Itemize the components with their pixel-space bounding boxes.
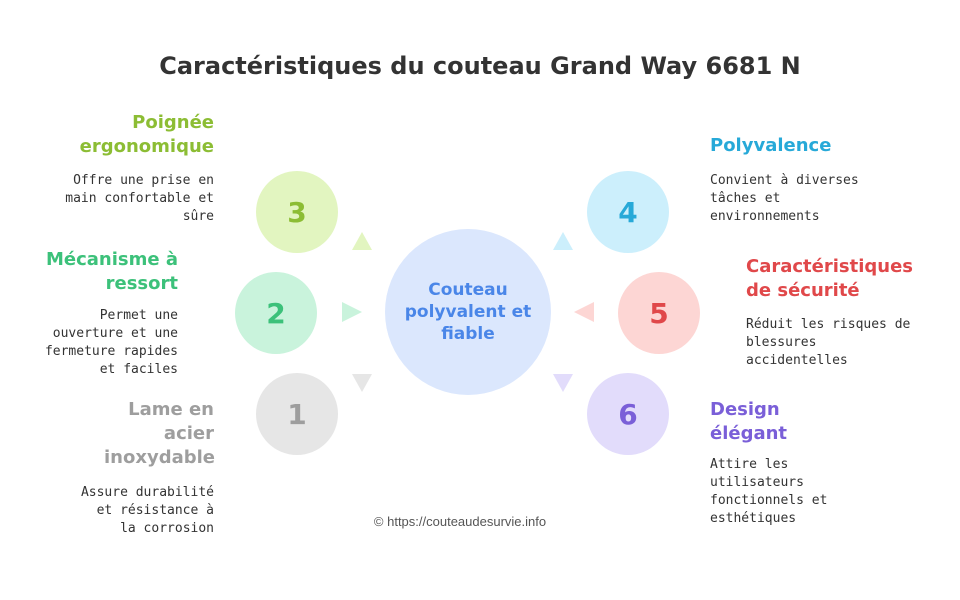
feature-circle-2: 2 [235,272,317,354]
arrow-1-icon [352,374,372,392]
feature-number-5: 5 [649,296,669,330]
feature-number-1: 1 [287,397,307,431]
feature-heading-5: Caractéristiques de sécurité [746,256,914,301]
feature-description-6: Attire les utilisateurs fonctionnels et … [710,457,828,526]
feature-heading-6: Design élégant [710,399,788,444]
arrow-5-icon [574,302,594,322]
arrow-3-icon [352,232,372,250]
feature-description-5: Réduit les risques de blessures accident… [746,317,911,368]
feature-description-2: Permet une ouverture et une fermeture ra… [44,308,178,377]
arrow-6-icon [553,374,573,392]
feature-number-2: 2 [266,296,286,330]
feature-circle-4: 4 [587,171,669,253]
center-circle: Couteau polyvalent et fiable [385,229,551,395]
feature-heading-3: Poignée ergonomique [79,112,214,157]
arrow-4-icon [553,232,573,250]
feature-description-1: Assure durabilité et résistance à la cor… [80,485,214,536]
arrow-2-icon [342,302,362,322]
feature-heading-4: Polyvalence [710,135,832,156]
feature-number-3: 3 [287,195,307,229]
feature-circle-3: 3 [256,171,338,253]
footer-credit: © https://couteaudesurvie.info [373,514,547,529]
feature-heading-1: Lame en acier inoxydable [104,399,215,468]
feature-number-6: 6 [618,397,638,431]
feature-circle-5: 5 [618,272,700,354]
page-title: Caractéristiques du couteau Grand Way 66… [159,52,801,80]
feature-description-4: Convient à diverses tâches et environnem… [710,173,859,224]
feature-number-4: 4 [618,195,638,229]
feature-circle-1: 1 [256,373,338,455]
feature-heading-2: Mécanisme à ressort [45,249,178,294]
center-label: Couteau polyvalent et fiable [404,280,532,344]
feature-description-3: Offre une prise en main confortable et s… [65,173,214,224]
feature-circle-6: 6 [587,373,669,455]
